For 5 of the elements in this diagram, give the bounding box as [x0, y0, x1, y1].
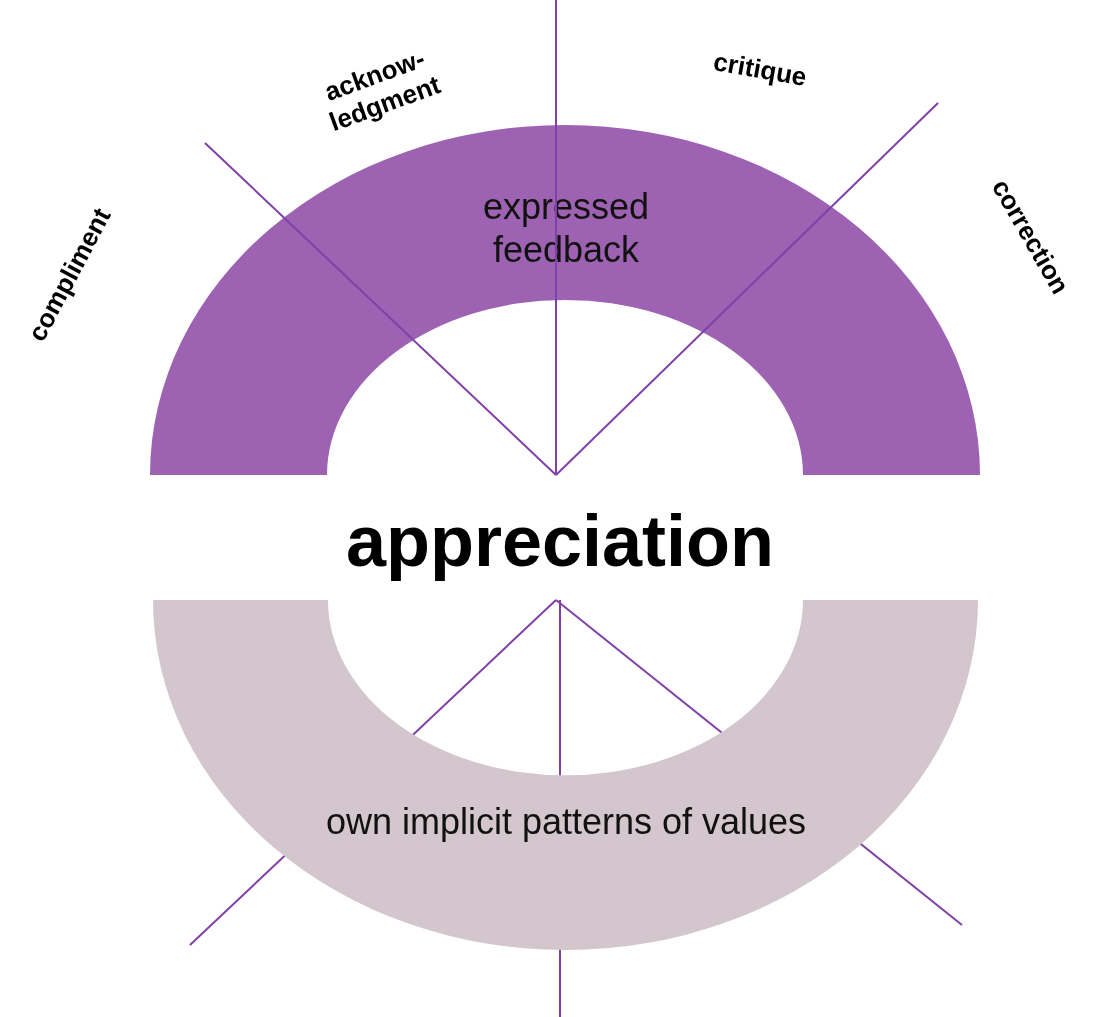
lower-half-ring — [153, 600, 978, 950]
category-label: critique — [710, 45, 810, 94]
center-title: appreciation — [344, 500, 776, 583]
ring-label: own implicit patterns of values — [324, 800, 808, 844]
ring-label: expressed feedback — [481, 185, 651, 272]
